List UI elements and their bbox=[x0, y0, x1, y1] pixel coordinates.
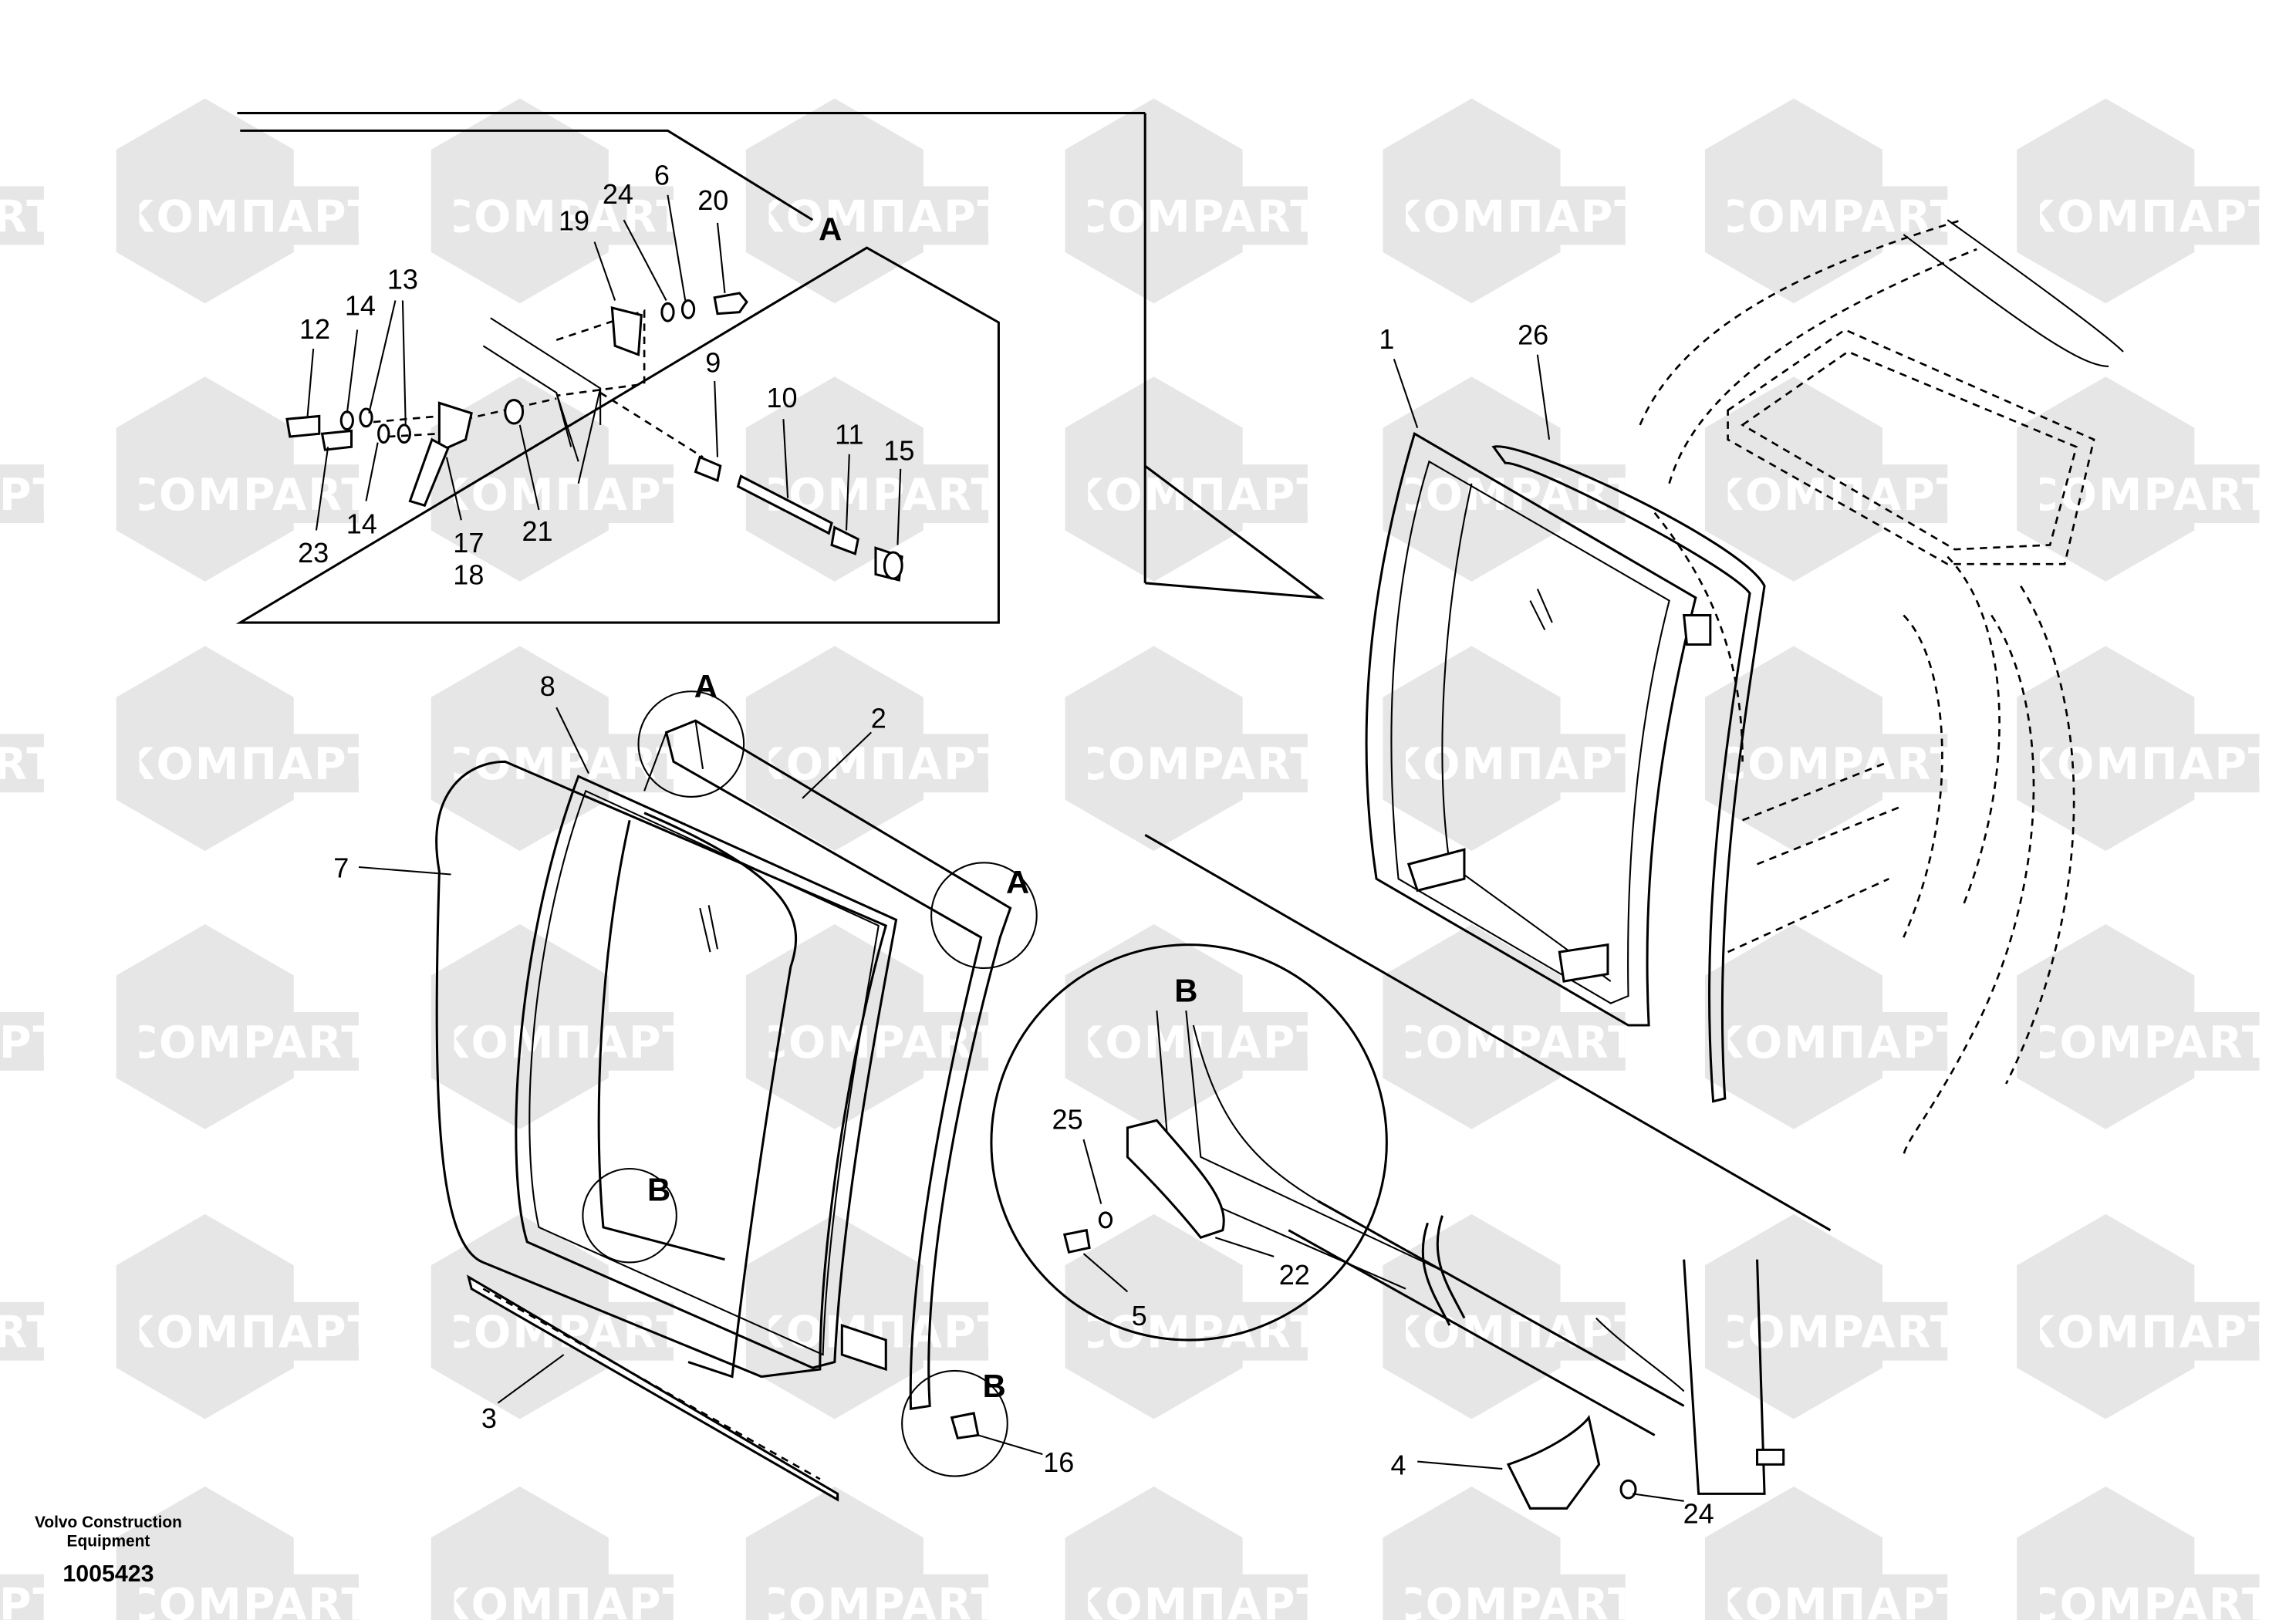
callout-4: 4 bbox=[1391, 1450, 1406, 1481]
callout-17: 17 bbox=[453, 527, 484, 559]
detail-b-marker-2: B bbox=[983, 1368, 1006, 1404]
watermark-logo bbox=[139, 464, 359, 523]
watermark-logo bbox=[2039, 186, 2260, 245]
drawing-number: 1005423 bbox=[62, 1561, 154, 1587]
watermark-logo bbox=[2039, 464, 2260, 523]
watermark-logo bbox=[1088, 464, 1308, 523]
cab-outline bbox=[1639, 218, 2124, 1157]
watermark-logo bbox=[0, 464, 44, 523]
watermark-logo bbox=[2039, 1574, 2260, 1620]
watermark-logo bbox=[0, 1301, 44, 1361]
watermark-logo bbox=[454, 1011, 674, 1071]
watermark-logo bbox=[139, 1574, 359, 1620]
detail-b bbox=[990, 943, 1785, 1510]
watermark-logo bbox=[1406, 1011, 1626, 1071]
detail-a-label: A bbox=[819, 211, 842, 248]
watermark-logo bbox=[2039, 1011, 2260, 1071]
callout-13: 13 bbox=[387, 263, 418, 295]
callout-12: 12 bbox=[299, 313, 330, 345]
inset-callouts: 19 24 6 20 A 13 14 12 9 10 11 15 23 14 1… bbox=[298, 160, 914, 591]
watermark-logo bbox=[1727, 1301, 1948, 1361]
callout-20: 20 bbox=[697, 184, 728, 216]
leader-lines bbox=[306, 194, 1684, 1502]
callout-7: 7 bbox=[333, 852, 349, 883]
watermark-logo bbox=[1406, 186, 1626, 245]
footer: Volvo Construction Equipment 1005423 bbox=[35, 1514, 182, 1587]
window-assembly-right bbox=[1144, 431, 1832, 1232]
detail-a-marker-1: A bbox=[694, 668, 718, 704]
callout-14: 14 bbox=[345, 289, 376, 321]
watermark-logo bbox=[139, 734, 359, 793]
callout-1: 1 bbox=[1379, 323, 1394, 355]
callout-9: 9 bbox=[705, 347, 721, 379]
callout-21: 21 bbox=[522, 515, 552, 547]
main-callouts: 1 26 8 A 2 7 A B B 3 16 B 25 5 22 4 24 bbox=[333, 319, 1714, 1529]
watermark-logo bbox=[1088, 1574, 1308, 1620]
watermark-logo bbox=[0, 1011, 44, 1071]
detail-b-label: B bbox=[1174, 973, 1197, 1009]
callout-25: 25 bbox=[1052, 1104, 1083, 1136]
watermark-logo bbox=[1727, 464, 1948, 523]
watermark-logo bbox=[0, 186, 44, 245]
callout-22: 22 bbox=[1279, 1259, 1310, 1291]
callout-23: 23 bbox=[298, 537, 329, 569]
watermark-logo bbox=[1727, 734, 1948, 793]
watermark-logo bbox=[454, 1301, 674, 1361]
watermark-logo bbox=[1406, 1574, 1626, 1620]
watermark-logo bbox=[768, 734, 989, 793]
watermark-logo bbox=[1727, 1574, 1948, 1620]
watermark-logo bbox=[139, 186, 359, 245]
watermark-logo bbox=[1727, 186, 1948, 245]
callout-2: 2 bbox=[871, 703, 886, 734]
callout-8: 8 bbox=[540, 670, 555, 702]
callout-6: 6 bbox=[654, 160, 670, 191]
watermark-logo bbox=[454, 186, 674, 245]
watermark-logo bbox=[768, 186, 989, 245]
detail-a-inset bbox=[235, 112, 1325, 624]
watermark-logo bbox=[454, 464, 674, 523]
callout-11: 11 bbox=[835, 419, 863, 451]
watermark-logo bbox=[454, 1574, 674, 1620]
watermark-logo bbox=[139, 1301, 359, 1361]
watermark-logo bbox=[0, 734, 44, 793]
company-line-2: Equipment bbox=[67, 1533, 150, 1551]
callout-14b: 14 bbox=[346, 508, 377, 539]
callout-3: 3 bbox=[481, 1402, 497, 1434]
watermark-logo bbox=[1406, 734, 1626, 793]
watermark-logo bbox=[1088, 1301, 1308, 1361]
callout-26: 26 bbox=[1518, 319, 1548, 350]
callout-15: 15 bbox=[883, 434, 914, 466]
watermark-logo bbox=[0, 1574, 44, 1620]
callout-10: 10 bbox=[766, 382, 797, 413]
watermark-logo bbox=[1088, 186, 1308, 245]
callout-19: 19 bbox=[559, 204, 589, 236]
watermark-logo bbox=[2039, 1301, 2260, 1361]
callout-5: 5 bbox=[1132, 1300, 1147, 1331]
callout-16: 16 bbox=[1043, 1446, 1074, 1478]
callout-24-main: 24 bbox=[1683, 1497, 1714, 1529]
detail-b-marker-1: B bbox=[647, 1172, 670, 1208]
watermark-logo bbox=[768, 1574, 989, 1620]
watermark-layer bbox=[0, 98, 2260, 1620]
watermark-logo bbox=[1727, 1011, 1948, 1071]
window-assembly-left bbox=[435, 690, 1038, 1502]
callout-18: 18 bbox=[453, 559, 484, 591]
company-line-1: Volvo Construction bbox=[35, 1514, 182, 1531]
watermark-logo bbox=[2039, 734, 2260, 793]
watermark-logo bbox=[1088, 734, 1308, 793]
callout-24: 24 bbox=[603, 178, 633, 210]
watermark-logo bbox=[139, 1011, 359, 1071]
detail-a-marker-2: A bbox=[1006, 864, 1029, 900]
